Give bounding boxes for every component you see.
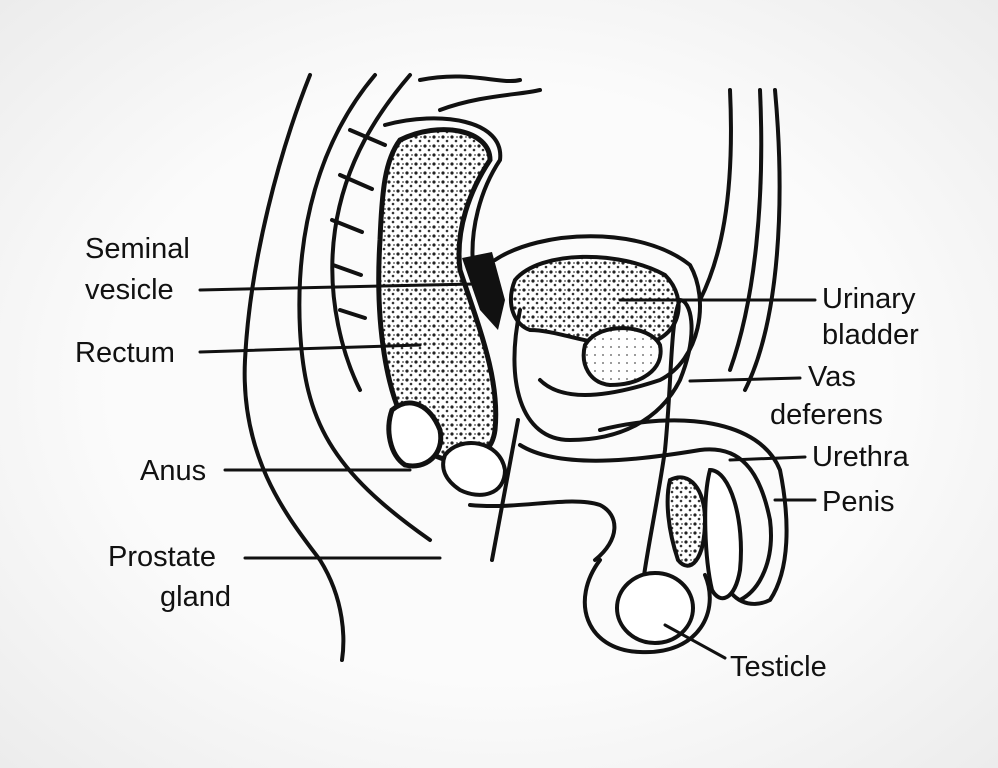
penis bbox=[598, 418, 789, 606]
label-bladder: bladder bbox=[822, 319, 919, 351]
sacrum-segments bbox=[330, 128, 387, 320]
leader-urethra bbox=[728, 455, 807, 462]
label-anus: Anus bbox=[140, 455, 206, 487]
seminal-vesicle bbox=[462, 252, 505, 330]
label-testicle: Testicle bbox=[730, 651, 827, 683]
rectum-outer-wall bbox=[383, 116, 503, 267]
label-vesicle: vesicle bbox=[85, 274, 174, 306]
scrotum bbox=[582, 558, 712, 655]
leader-testicle bbox=[663, 623, 727, 660]
label-vas: Vas bbox=[808, 361, 856, 393]
testicle bbox=[615, 571, 695, 645]
body-outline-inner bbox=[297, 73, 432, 542]
prostate-duct-line bbox=[490, 418, 520, 562]
label-gland: gland bbox=[160, 581, 231, 613]
label-rectum: Rectum bbox=[75, 337, 175, 369]
prostate-gland bbox=[441, 441, 508, 497]
body-outline-back bbox=[242, 73, 346, 662]
label-urethra: Urethra bbox=[812, 441, 910, 473]
sacrum bbox=[330, 73, 412, 392]
leader-seminal-vesicle bbox=[198, 282, 477, 292]
pubic-bone bbox=[581, 326, 663, 388]
lower-abdomen-outline bbox=[698, 88, 764, 372]
anus bbox=[386, 400, 444, 469]
label-prostate: Prostate bbox=[108, 541, 216, 573]
penis-inner bbox=[665, 475, 708, 568]
abdominal-wall bbox=[418, 74, 542, 112]
vas-deferens bbox=[512, 298, 694, 622]
label-penis: Penis bbox=[822, 486, 895, 518]
label-seminal: Seminal bbox=[85, 233, 190, 265]
penis-tip bbox=[703, 467, 743, 601]
urethra bbox=[518, 443, 773, 602]
leader-vas-deferens bbox=[688, 376, 802, 383]
perineum bbox=[468, 499, 617, 562]
lower-abdomen-outline-2 bbox=[743, 88, 782, 392]
leader-rectum bbox=[198, 343, 422, 354]
rectum bbox=[376, 127, 499, 464]
label-deferens: deferens bbox=[770, 399, 883, 431]
bladder-wall bbox=[493, 234, 702, 397]
label-urinary: Urinary bbox=[822, 283, 916, 315]
